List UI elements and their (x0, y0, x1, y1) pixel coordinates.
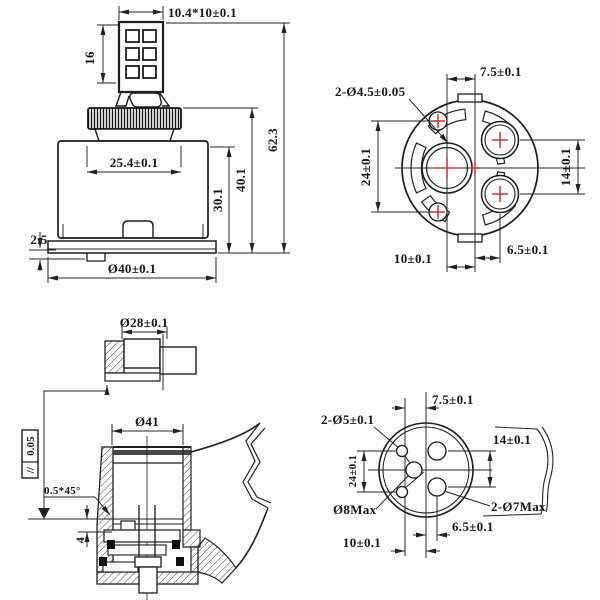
cartridge-body (57, 140, 209, 239)
dim-span-right: 14±0.1 (558, 148, 573, 186)
base-centerlines (368, 392, 496, 558)
ceramic-plate (103, 529, 181, 543)
dim-base-span-right: 14±0.1 (493, 432, 531, 447)
dim-bore: Ø41 (135, 414, 159, 429)
spout-break (190, 422, 272, 569)
dim-inner-width: 25.4±0.1 (110, 155, 159, 170)
label-small-holes: 2-Ø4.5±0.05 (335, 84, 406, 99)
nut-section-hatch (104, 340, 125, 374)
dim-base-span-left: 24±0.1 (347, 455, 359, 488)
top-plate (113, 450, 191, 455)
base-right-hole-bottom (427, 477, 447, 497)
stem-spline-holes (125, 29, 157, 79)
inlet-tube (134, 505, 162, 594)
base-dimensions: 7.5±0.1 2-Ø5±0.1 14±0.1 24±0.1 Ø8Max 2-Ø… (321, 392, 546, 554)
dim-base-thickness: 2.5 (30, 232, 47, 247)
nut-detail-view: Ø28±0.1 (104, 315, 197, 390)
dim-offset-bottom-right: 6.5±0.1 (507, 242, 549, 257)
dim-base-offset-top: 7.5±0.1 (432, 392, 474, 407)
dim-stem-width: 10.4*10±0.1 (168, 5, 237, 20)
front-view: 10.4*10±0.1 16 25.4±0.1 2.5 Ø40±0.1 30.1… (29, 5, 290, 283)
base-view: 7.5±0.1 2-Ø5±0.1 14±0.1 24±0.1 Ø8Max 2-Ø… (321, 392, 554, 558)
dim-nut-diameter: Ø28±0.1 (120, 315, 169, 330)
knurled-collar (87, 107, 182, 130)
chamfer-label: 0.5*45° (44, 485, 81, 497)
dim-seat-depth: 4 (73, 537, 87, 543)
seal-rings (99, 540, 184, 566)
label-base-right-holes: 2-Ø7Max (491, 499, 546, 514)
front-dimensions: 10.4*10±0.1 16 25.4±0.1 2.5 Ø40±0.1 30.1… (29, 5, 290, 283)
lever-neck (115, 91, 171, 108)
top-dimensions: 7.5±0.1 2-Ø4.5±0.05 24±0.1 14±0.1 6.5±0.… (335, 64, 585, 270)
top-view: 7.5±0.1 2-Ø4.5±0.05 24±0.1 14±0.1 6.5±0.… (335, 64, 585, 272)
label-base-center-hole: Ø8Max (333, 502, 377, 517)
collar-flange (94, 128, 175, 142)
base-center-hole (405, 461, 423, 479)
dim-mid-height: 40.1 (233, 168, 248, 192)
housing-wall-right (182, 446, 192, 531)
parallelism-icon: // (26, 466, 37, 474)
spout-root (197, 537, 237, 584)
alignment-tab-top (457, 93, 483, 103)
label-base-small-holes: 2-Ø5±0.1 (321, 412, 374, 427)
dim-base-offset-bottom-right: 6.5±0.1 (452, 519, 494, 534)
base-small-hole-top (395, 444, 409, 458)
cartridge-base (47, 240, 217, 254)
dim-span-left: 24±0.1 (358, 148, 373, 186)
alignment-tab-bottom (457, 233, 483, 243)
dim-body-height: 30.1 (210, 188, 225, 212)
base-tab (86, 253, 106, 262)
dim-offset-top: 7.5±0.1 (480, 64, 522, 79)
body-break-line (536, 428, 549, 515)
red-center-marks (431, 114, 508, 219)
dim-stem-height: 16 (82, 51, 97, 65)
datum-triangle (38, 508, 50, 519)
dim-base-diameter: Ø40±0.1 (108, 261, 157, 276)
section-view: Ø41 0.5*45° 4 (44, 414, 272, 600)
base-right-hole-top (427, 441, 447, 461)
tolerance-value: 0.05 (26, 436, 37, 456)
base-small-hole-bottom (395, 485, 409, 499)
dim-base-offset-bottom-left: 10±0.1 (343, 535, 381, 550)
body-key-tab (122, 220, 154, 238)
dim-offset-bottom-left: 10±0.1 (394, 251, 432, 266)
datum-leader (43, 390, 107, 509)
dim-total-height: 62.3 (265, 128, 280, 152)
